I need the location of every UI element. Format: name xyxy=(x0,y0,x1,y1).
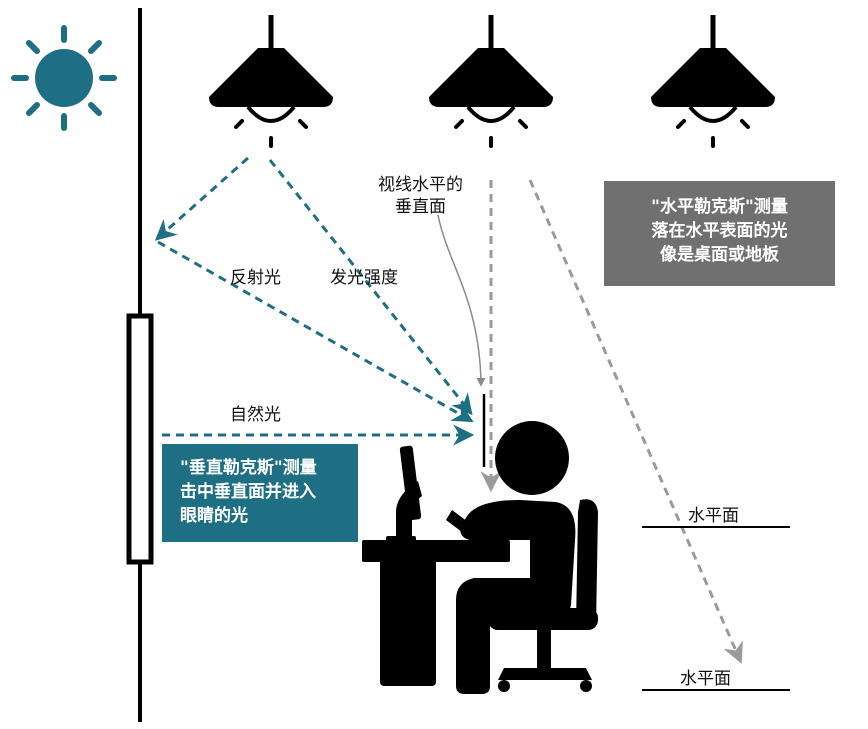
reflected-light-label: 反射光 xyxy=(230,268,281,288)
desk-icon xyxy=(362,540,510,686)
horizontal-plane-label-upper: 水平面 xyxy=(688,506,739,526)
ray-diagonal-floor xyxy=(528,179,743,664)
ray-lamp-to-wall xyxy=(154,156,249,241)
horizontal-lux-line2: 落在水平表面的光 xyxy=(651,221,788,241)
ray-luminous-intensity xyxy=(268,159,473,416)
sightline-plane-label: 视线水平的 垂直面 xyxy=(378,174,463,218)
vertical-lux-line2: 击中垂直面并进入 xyxy=(180,482,316,502)
pendant-lamp-icon xyxy=(429,15,553,148)
light-rays xyxy=(154,156,475,446)
person-at-desk-icon xyxy=(446,421,576,694)
office-chair-icon xyxy=(488,499,598,692)
ray-reflected xyxy=(157,240,474,423)
vertical-lux-line3: 眼睛的光 xyxy=(180,506,248,526)
sightline-plane-label-line1: 视线水平的 xyxy=(378,175,463,195)
sun-icon xyxy=(11,25,117,131)
pendant-lamp-icon xyxy=(209,15,333,148)
sightline-plane-label-line2: 垂直面 xyxy=(395,197,446,217)
luminous-intensity-label: 发光强度 xyxy=(330,268,398,288)
horizontal-lux-line1: "水平勒克斯"测量 xyxy=(651,197,788,217)
horizontal-lux-callout: "水平勒克斯"测量 落在水平表面的光 像是桌面或地板 xyxy=(604,181,835,286)
vertical-lux-callout: "垂直勒克斯"测量 击中垂直面并进入 眼睛的光 xyxy=(162,444,358,542)
vertical-lux-line1: "垂直勒克斯"测量 xyxy=(180,458,317,478)
pendant-lamp-icon xyxy=(651,15,775,148)
natural-light-label: 自然光 xyxy=(230,405,281,425)
monitor-icon xyxy=(386,445,422,544)
horizontal-lux-line3: 像是桌面或地板 xyxy=(660,245,779,265)
horizontal-plane-label-lower: 水平面 xyxy=(680,669,731,689)
callout-line xyxy=(437,214,486,387)
window-icon xyxy=(126,313,154,565)
gray-rays xyxy=(480,179,743,664)
